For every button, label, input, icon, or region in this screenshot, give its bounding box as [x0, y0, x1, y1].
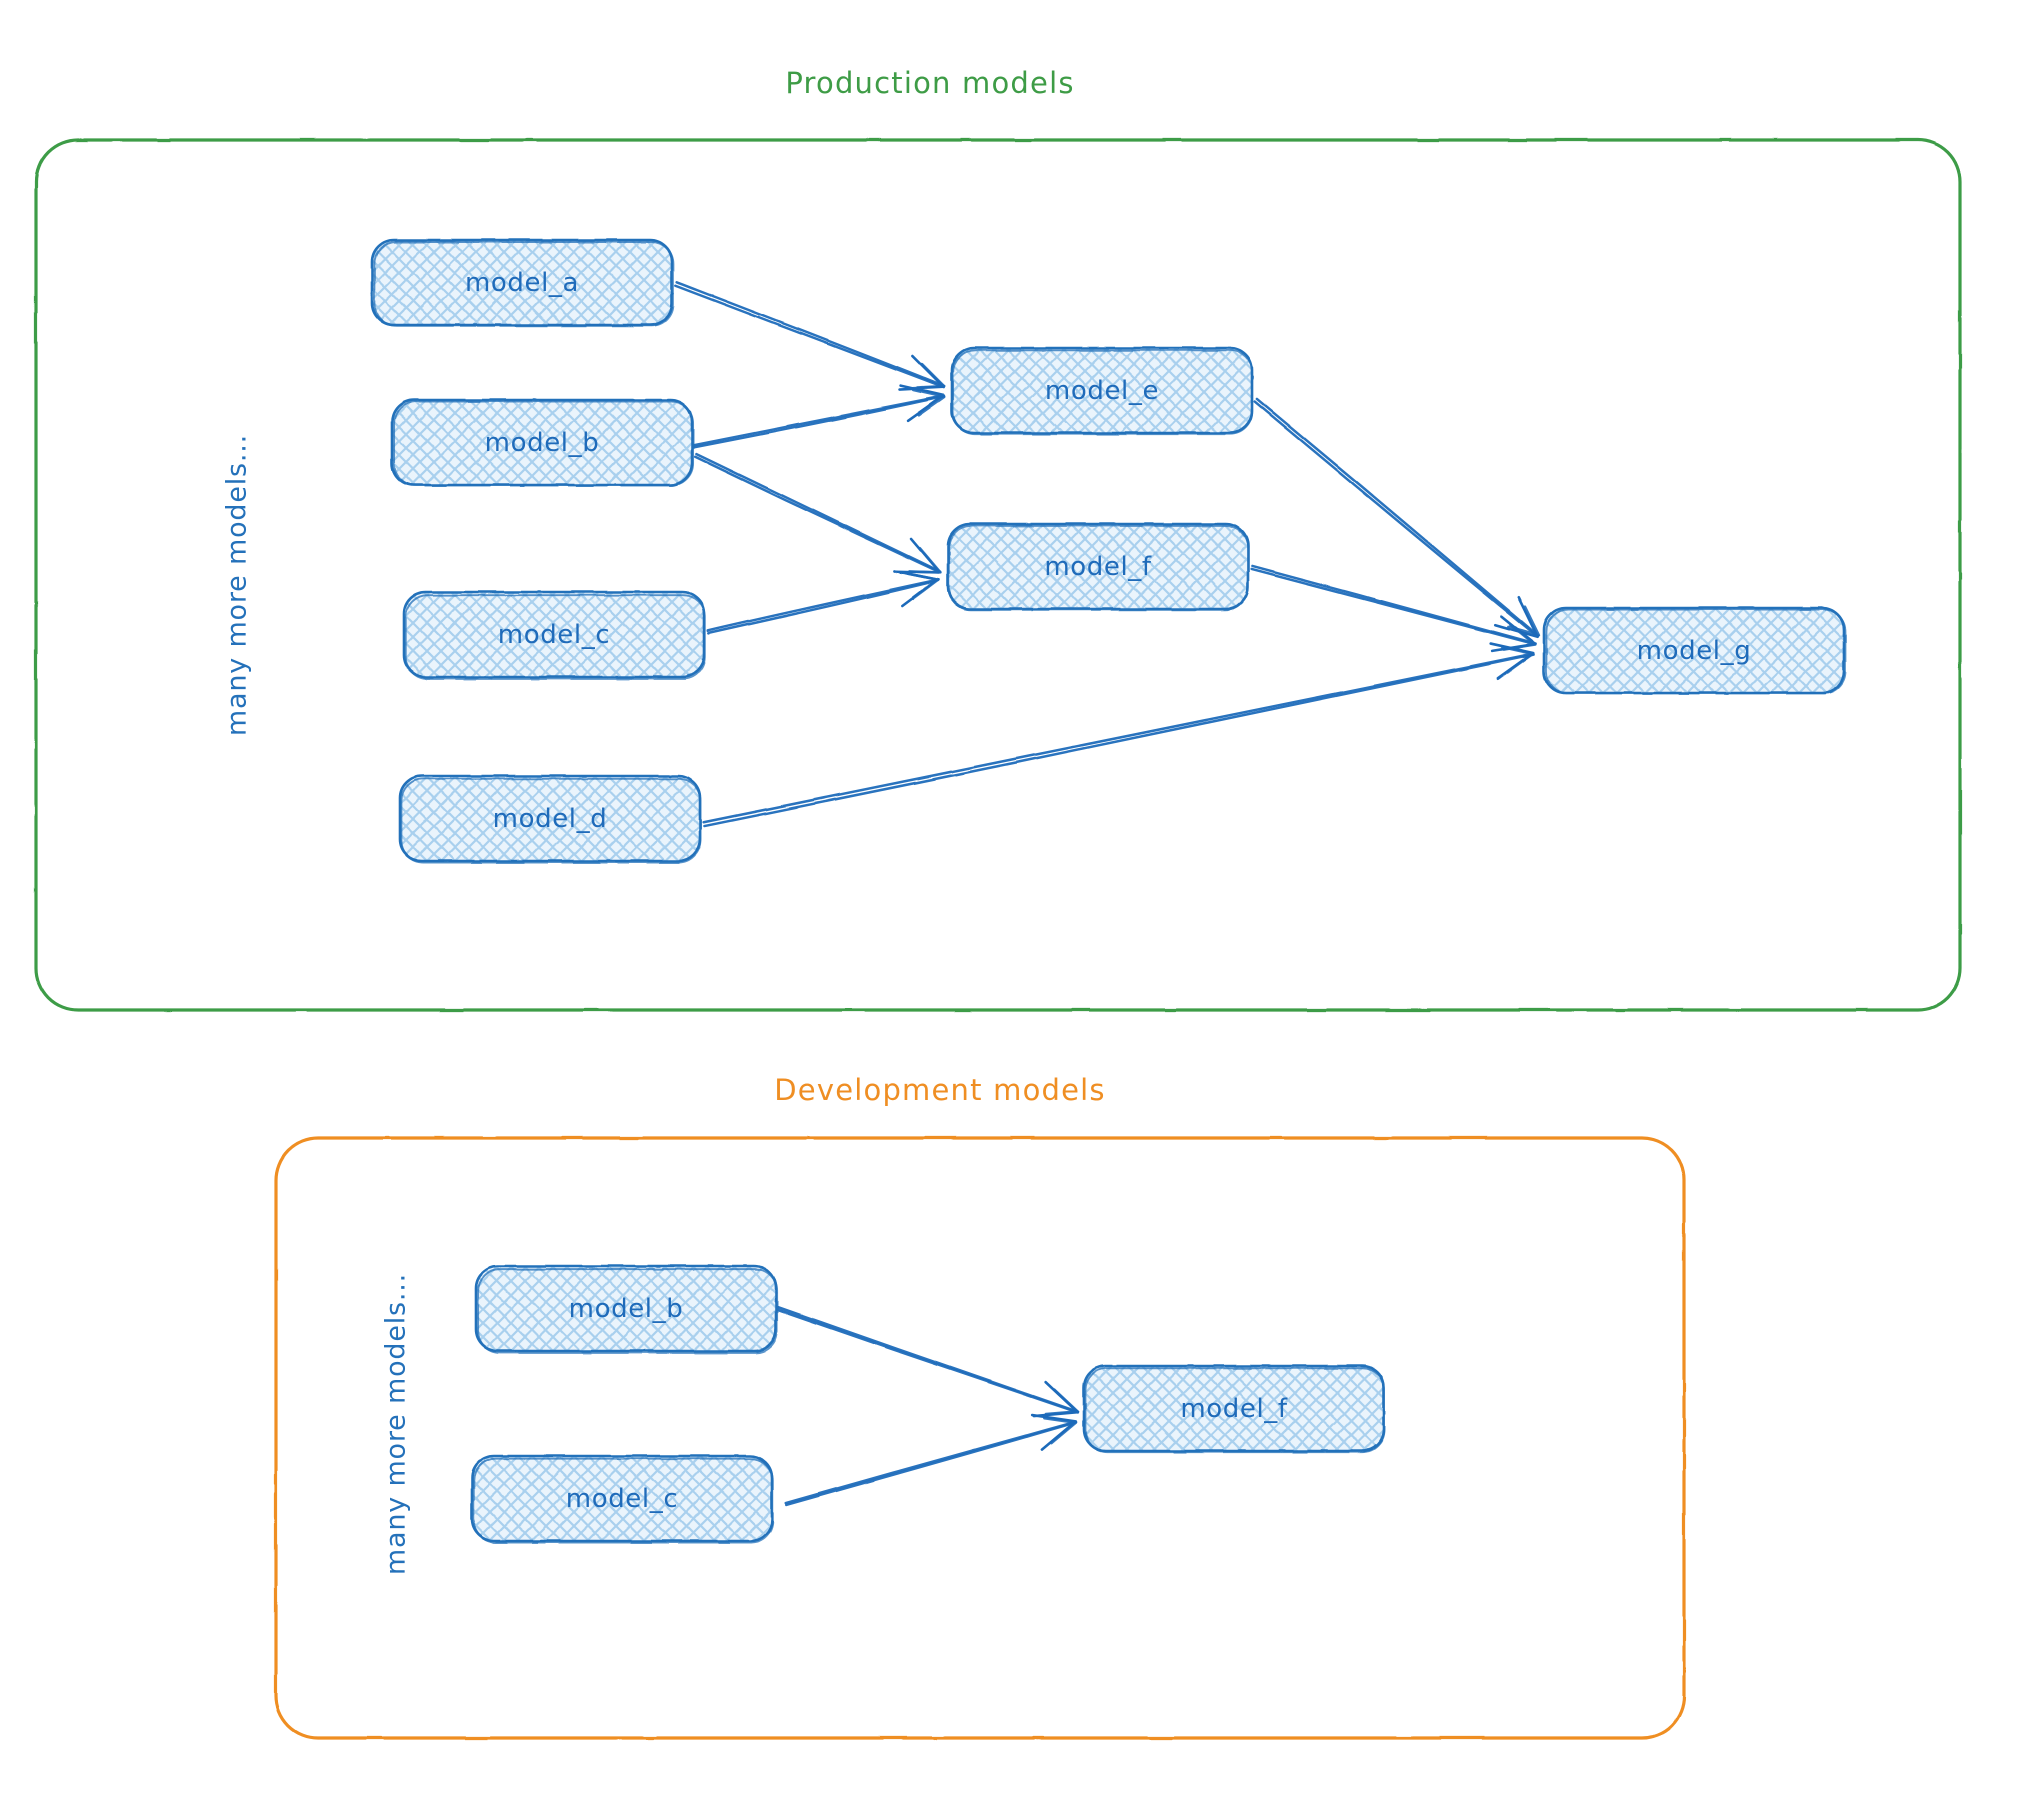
node-prod_model_g[interactable] [1542, 606, 1847, 695]
development-group-frame [274, 1136, 1686, 1740]
node-dev_model_b[interactable] [474, 1264, 779, 1354]
edge-a-to-e [674, 281, 946, 391]
node-prod_model_e[interactable] [950, 346, 1254, 436]
edge-b-to-f [693, 452, 942, 574]
node-dev_model_c[interactable] [470, 1454, 774, 1544]
node-prod_model_f[interactable] [946, 522, 1250, 611]
edge-c-to-f [706, 569, 940, 635]
development-group-title: Development models [774, 1073, 1106, 1107]
edge-e-to-g [1253, 397, 1541, 639]
production-group-frame [34, 138, 1962, 1012]
node-prod_model_c[interactable] [402, 590, 706, 680]
production-many-more-models-label: many more models... [221, 433, 253, 737]
production-group-title: Production models [785, 66, 1075, 100]
edge-d-to-g [702, 642, 1536, 828]
node-prod_model_b[interactable] [390, 398, 695, 487]
edge-devc-to-devf [784, 1413, 1078, 1507]
edge-b-to-e [692, 384, 946, 449]
node-prod_model_a[interactable] [370, 238, 675, 327]
node-prod_model_d[interactable] [398, 774, 702, 864]
node-dev_model_f[interactable] [1082, 1364, 1386, 1454]
edge-devb-to-devf [776, 1305, 1080, 1418]
development-many-more-models-label: many more models... [380, 1272, 412, 1576]
edge-f-to-g [1250, 565, 1538, 653]
